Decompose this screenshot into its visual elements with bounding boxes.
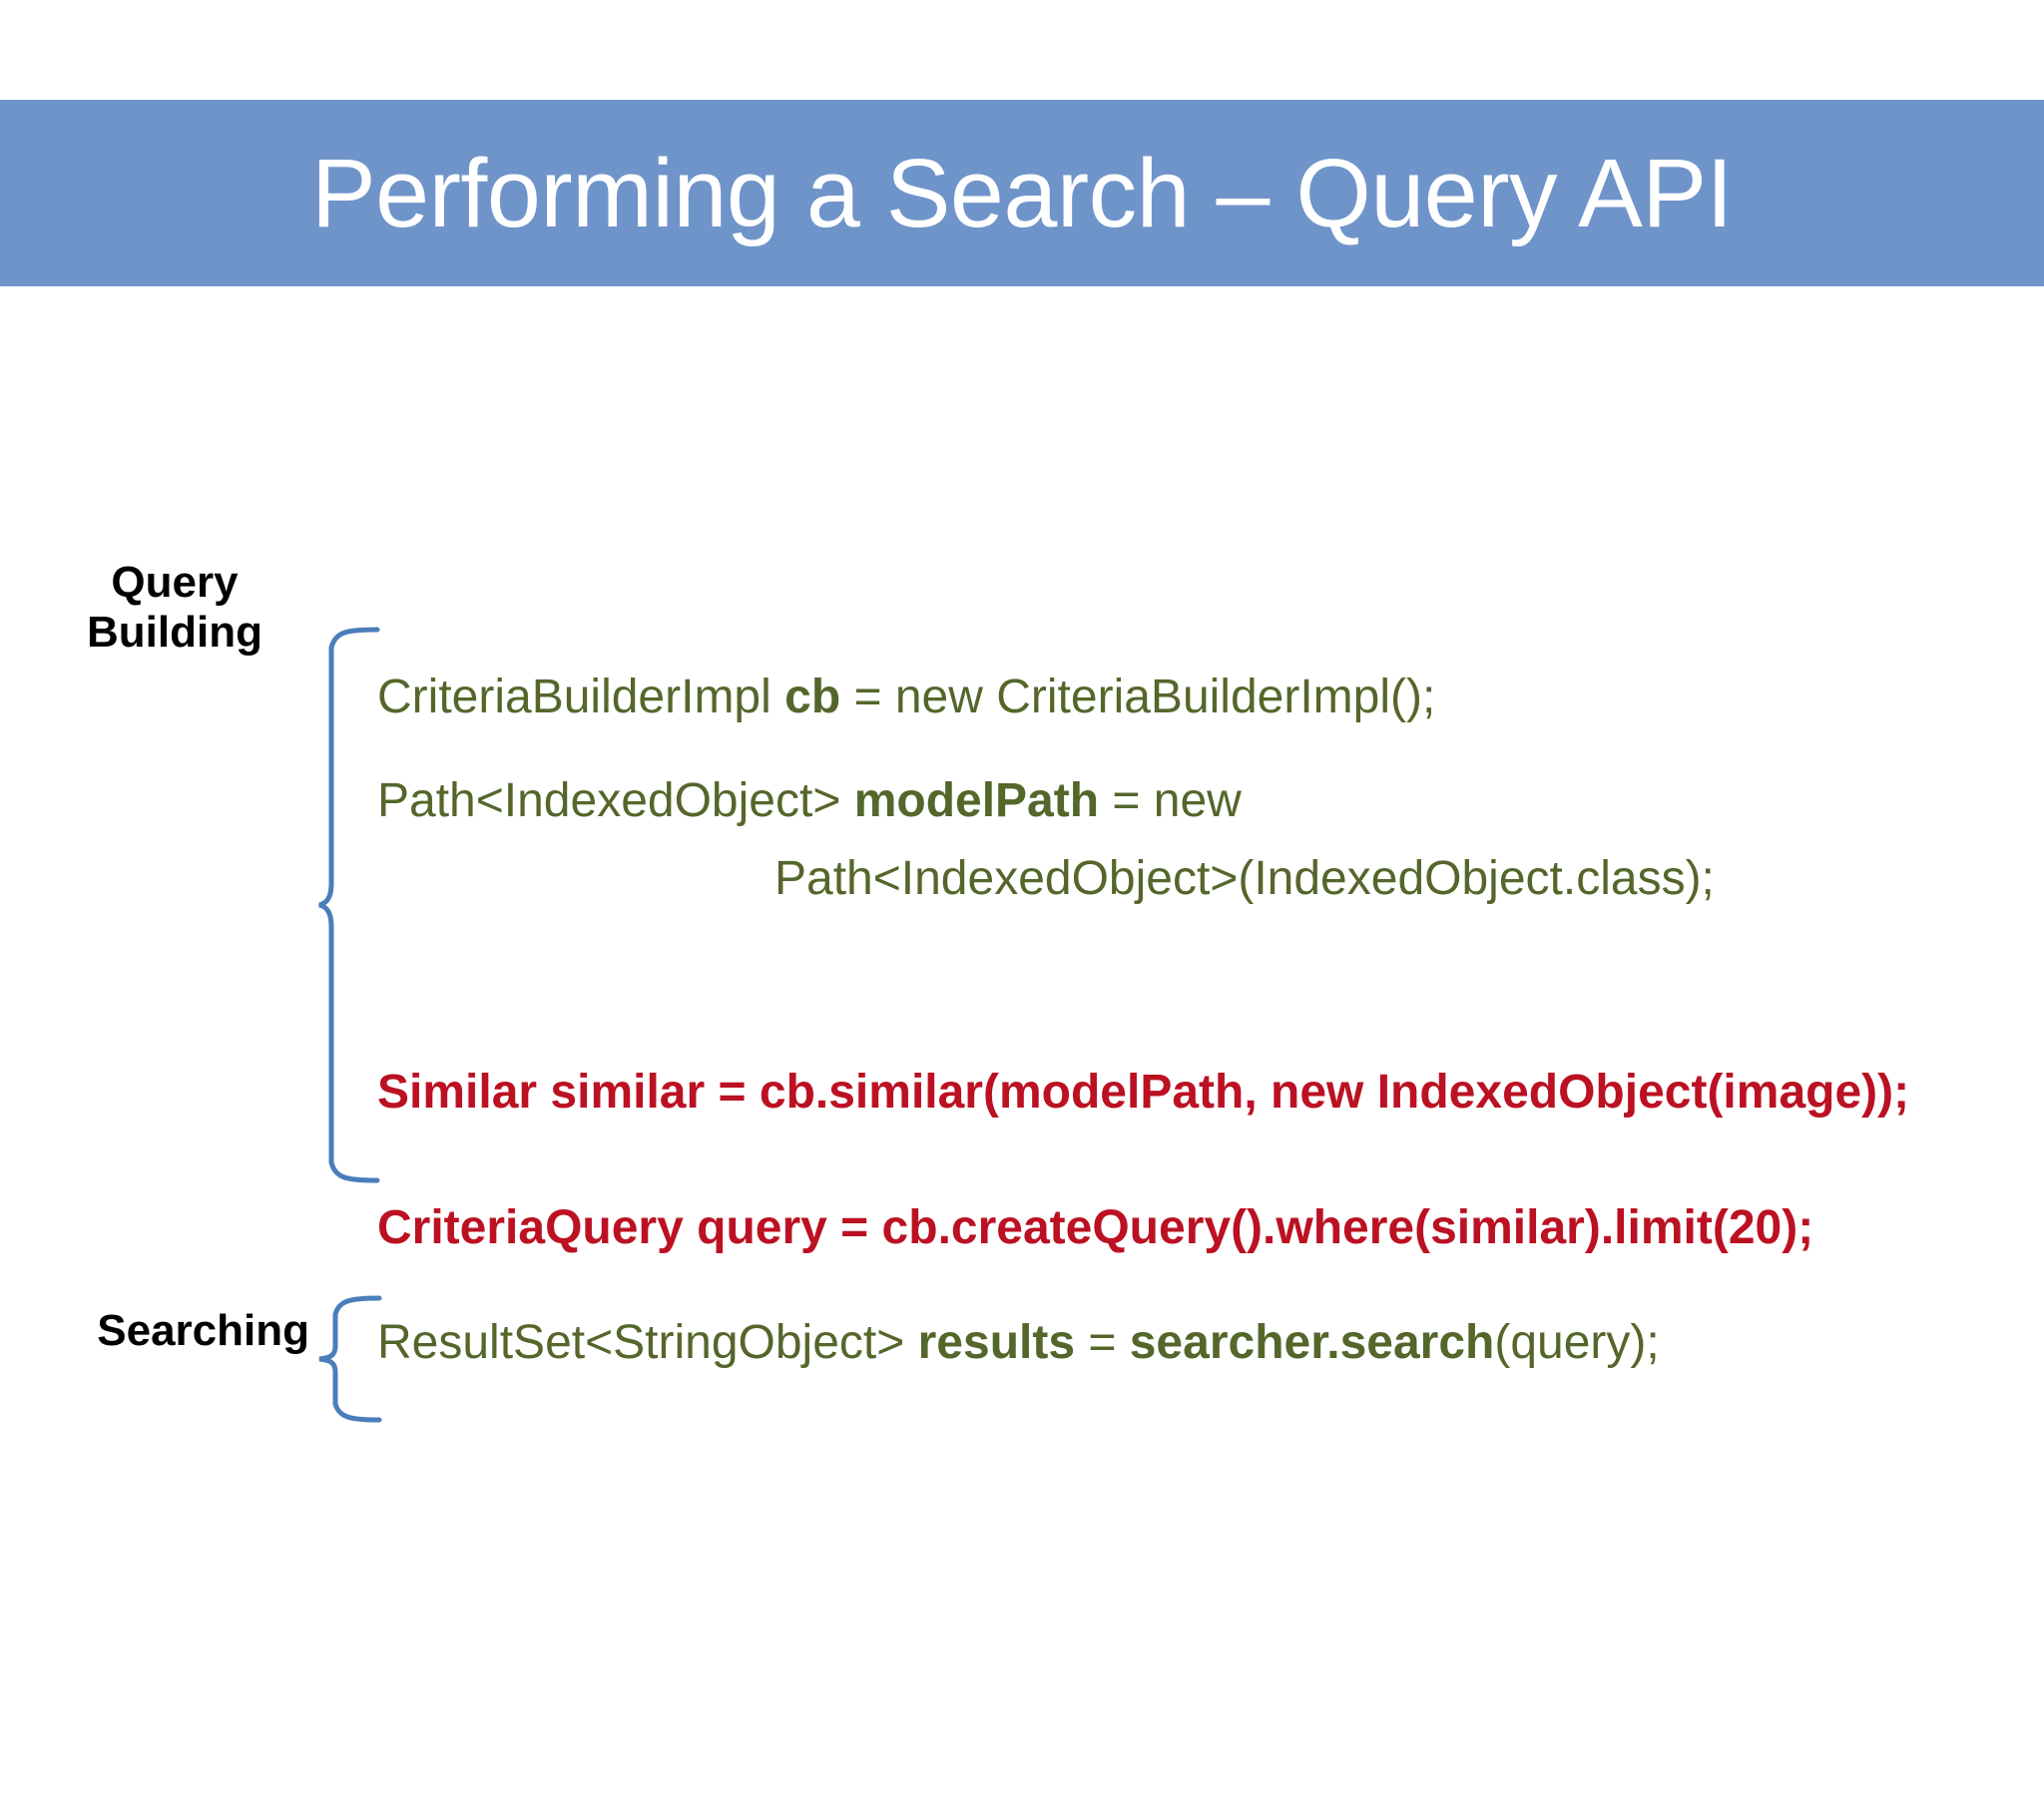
code-span: =	[1075, 1316, 1130, 1369]
code-span: = new CriteriaBuilderImpl();	[840, 671, 1436, 723]
slide-title-bar: Performing a Search – Query API	[0, 100, 2044, 286]
section-label-query-building-line2: Building	[87, 607, 262, 657]
code-line-2: Path<IndexedObject> modelPath = new	[377, 777, 1242, 825]
code-span: ResultSet<StringObject>	[377, 1316, 918, 1369]
code-line-6: ResultSet<StringObject> results = search…	[377, 1319, 1660, 1367]
code-line-5: CriteriaQuery query = cb.createQuery().w…	[377, 1204, 1813, 1252]
section-label-query-building: Query Building	[40, 558, 309, 657]
code-line-3: Path<IndexedObject>(IndexedObject.class)…	[774, 855, 1715, 903]
code-span: CriteriaBuilderImpl	[377, 671, 785, 723]
section-label-query-building-line1: Query	[111, 558, 239, 607]
curly-brace-icon-searching	[317, 1294, 387, 1429]
code-span-bold: Similar similar = cb.similar(modelPath, …	[377, 1066, 1910, 1119]
curly-brace-icon-query-building	[317, 626, 387, 1189]
slide-footer-empty-area	[0, 1434, 2044, 1819]
code-line-1: CriteriaBuilderImpl cb = new CriteriaBui…	[377, 674, 1435, 721]
section-label-searching: Searching	[20, 1306, 309, 1356]
code-span: Path<IndexedObject>	[377, 774, 854, 827]
code-span: Path<IndexedObject>(IndexedObject.class)…	[774, 852, 1715, 905]
code-line-4: Similar similar = cb.similar(modelPath, …	[377, 1069, 1909, 1117]
code-span-bold: cb	[784, 671, 841, 723]
section-label-searching-text: Searching	[97, 1306, 309, 1355]
code-span: (query);	[1494, 1316, 1660, 1369]
slide-content-area: Query Building CriteriaBuilderImpl cb = …	[0, 286, 2044, 1533]
page-title: Performing a Search – Query API	[310, 139, 1734, 247]
code-span-bold: searcher.search	[1129, 1316, 1495, 1369]
code-span-bold: CriteriaQuery query = cb.createQuery().w…	[377, 1201, 1814, 1254]
code-span-bold: results	[917, 1316, 1076, 1369]
code-span-bold: modelPath	[853, 774, 1100, 827]
code-span: = new	[1099, 774, 1242, 827]
